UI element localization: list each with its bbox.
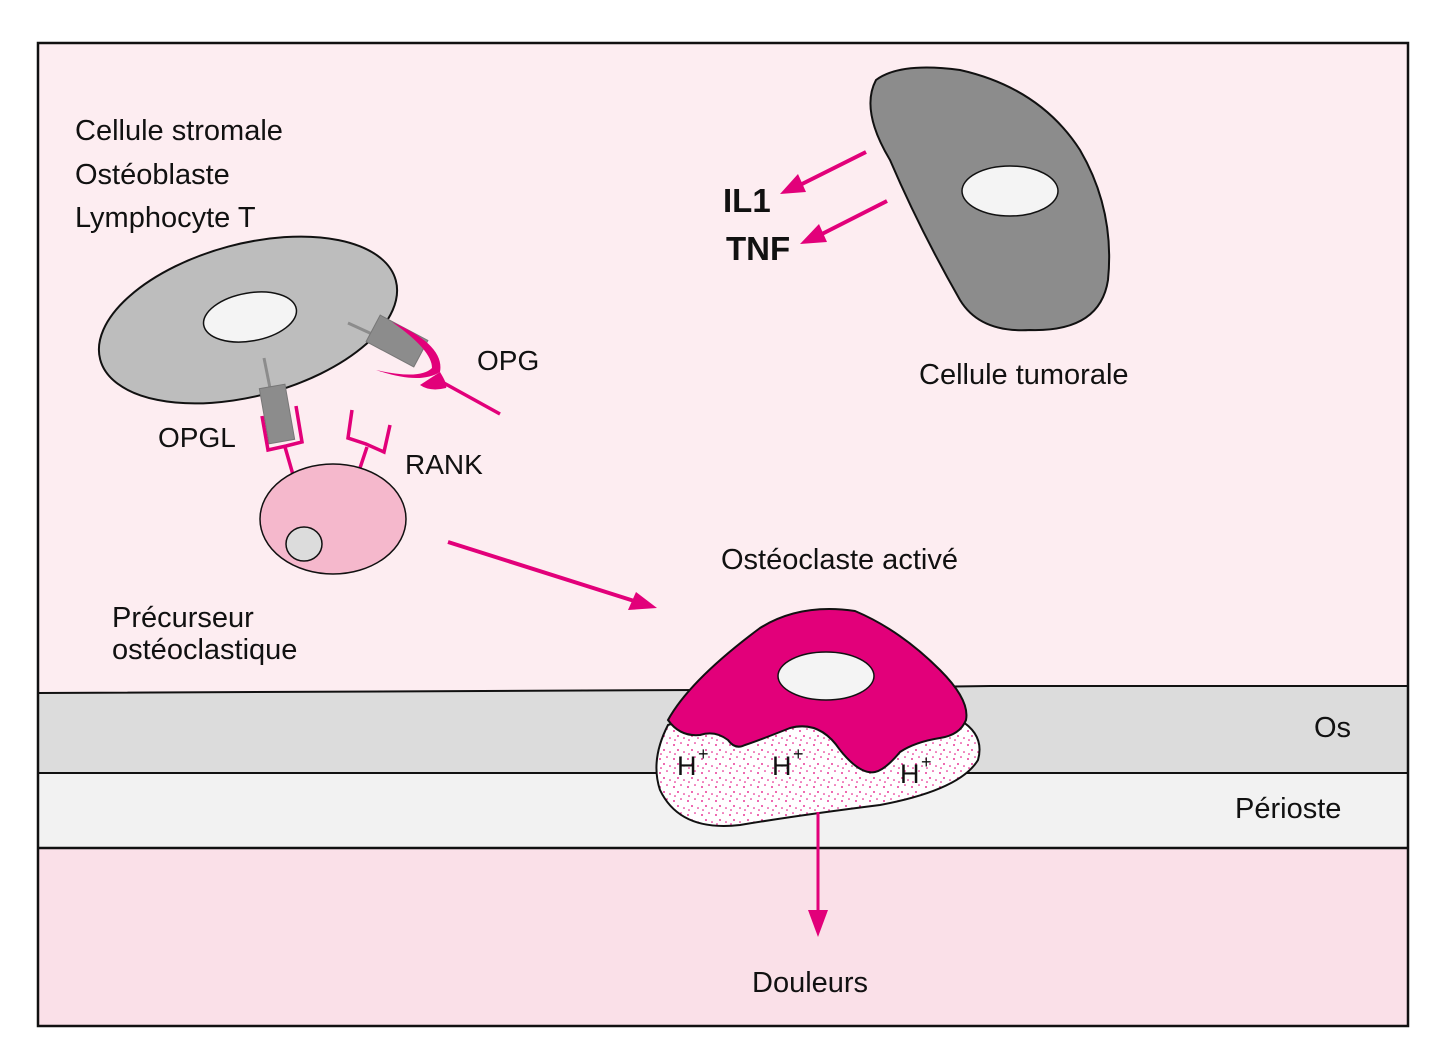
label-il1: IL1	[723, 182, 771, 219]
proton-charge: +	[698, 744, 709, 764]
stromal-cell	[97, 235, 399, 405]
label-precursor-line1: Précurseur	[112, 602, 254, 634]
proton-label-3: H +	[900, 752, 932, 789]
tumor-cell	[869, 66, 1111, 332]
precursor-cell-body	[259, 463, 407, 575]
proton-label-2: H +	[772, 744, 804, 781]
stromal-cell-nucleus	[202, 291, 298, 343]
label-osteoblast: Ostéoblaste	[75, 159, 230, 191]
label-activated-osteoclast: Ostéoclaste activé	[721, 544, 958, 576]
label-periosteum: Périoste	[1235, 793, 1341, 825]
differentiation-arrowhead	[628, 592, 657, 610]
label-opgl: OPGL	[158, 422, 236, 453]
precursor-cell-nucleus	[285, 526, 323, 562]
label-opg: OPG	[477, 345, 539, 376]
proton-charge: +	[921, 752, 932, 772]
proton-label-1: H +	[677, 744, 709, 781]
tumor-cell-nucleus	[961, 165, 1059, 217]
pain-arrowhead	[808, 910, 828, 937]
label-t-lymphocyte: Lymphocyte T	[75, 202, 256, 234]
opgl-ligand	[258, 357, 296, 445]
label-tumor-cell: Cellule tumorale	[919, 359, 1129, 391]
label-stromal-cell: Cellule stromale	[75, 115, 283, 147]
il1-arrow	[795, 150, 867, 189]
activated-osteoclast	[666, 608, 968, 774]
tnf-arrow	[817, 199, 888, 238]
proton-symbol: H	[677, 751, 697, 781]
label-tnf: TNF	[726, 230, 790, 267]
proton-symbol: H	[772, 751, 792, 781]
diagram-frame	[36, 41, 1410, 1028]
label-pain: Douleurs	[752, 967, 868, 999]
osteoclast-nucleus	[777, 651, 875, 701]
osteoclast-precursor-cell	[259, 463, 407, 575]
lower-tissue-layer	[38, 848, 1408, 1026]
differentiation-arrow	[447, 540, 652, 609]
proton-symbol: H	[900, 759, 920, 789]
opg-receptor	[376, 322, 501, 416]
label-bone: Os	[1314, 712, 1351, 744]
label-precursor-line2: ostéoclastique	[112, 634, 297, 666]
proton-charge: +	[793, 744, 804, 764]
il1-arrowhead	[780, 174, 806, 194]
tnf-arrowhead	[800, 224, 827, 244]
label-rank: RANK	[405, 449, 483, 480]
